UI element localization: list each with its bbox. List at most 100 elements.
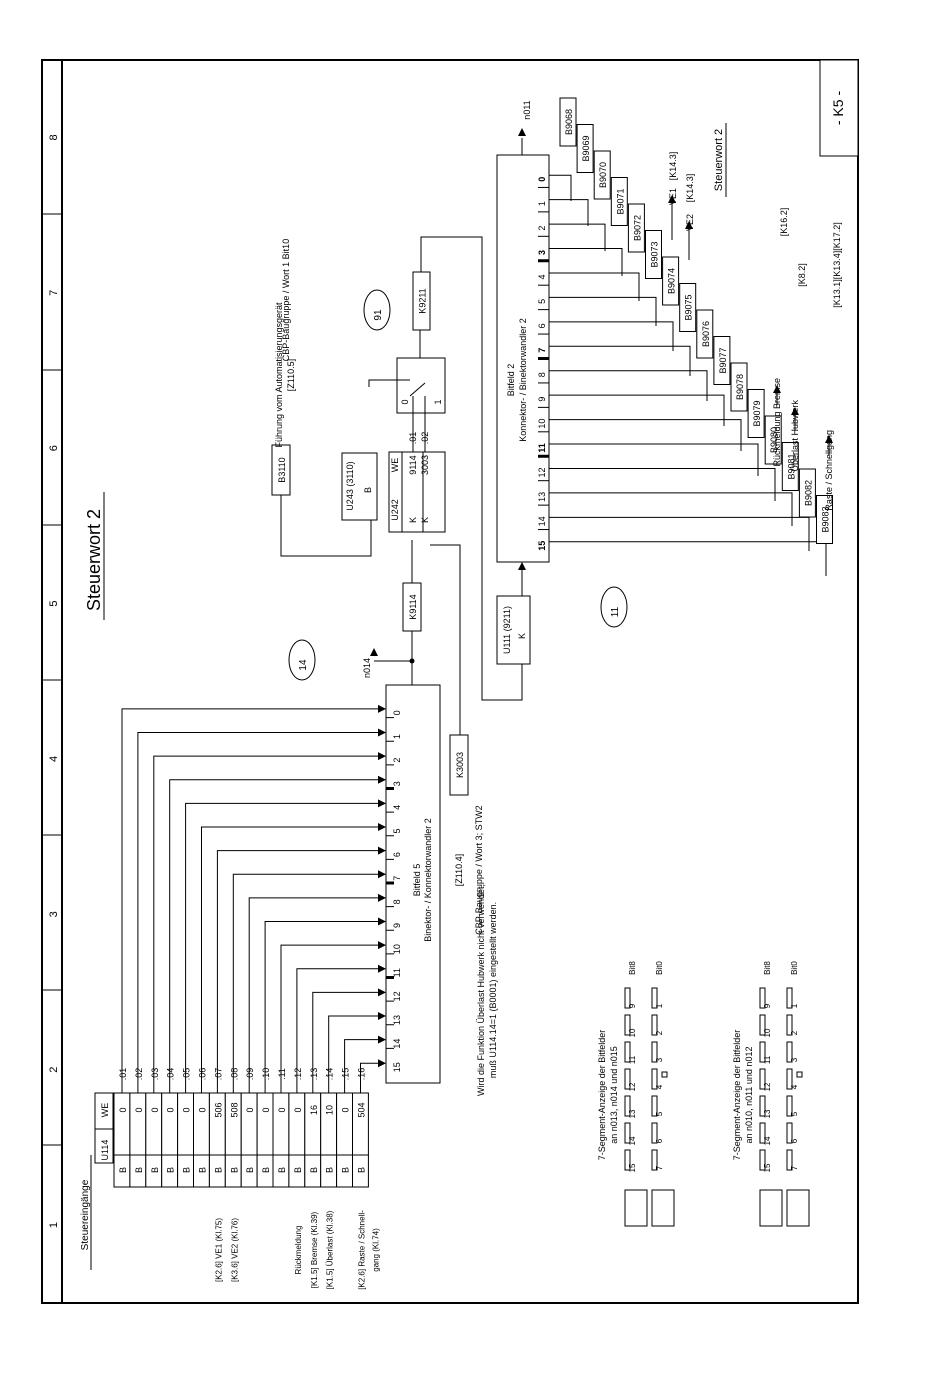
marker-91 [363, 289, 391, 331]
input-label-12: [K1.5] Bremse (Kl.39) [310, 1211, 319, 1288]
input-wire-8 [248, 897, 380, 1093]
column-number-2: 2 [48, 1067, 60, 1073]
input-arrow-10 [378, 941, 386, 950]
u114-label: U114 [100, 1140, 110, 1161]
input-index-4: .05 [182, 1068, 192, 1081]
note-line1: Wird die Funktion Überlast Hubwerk nicht… [476, 884, 486, 1096]
n014-label: n014 [362, 658, 372, 678]
seg-bar-top-0-5 [624, 1014, 631, 1036]
seg-bar-top-1-6 [759, 987, 766, 1009]
u111-label: U111 (9211) [502, 606, 512, 654]
u243-type: B [363, 487, 373, 493]
k9211-connector-label: K9211 [418, 288, 428, 313]
input-wire-7 [232, 873, 380, 1093]
output-b9073-label: B9073 [650, 241, 660, 267]
input-value-cell-2 [145, 1092, 163, 1156]
k9114-connector-label: K9114 [408, 594, 418, 619]
page-id: - K5 - [830, 91, 846, 126]
bitfeld2-output-wire-12 [549, 467, 776, 501]
input-arrow-13 [378, 1011, 386, 1020]
input-value-cell-1 [129, 1092, 147, 1156]
seg-display-0-empty-a [624, 1189, 648, 1227]
input-wire-10 [280, 944, 380, 1093]
input-index-0: .01 [118, 1068, 128, 1081]
seg-top-label-1-3: 12 [763, 1082, 772, 1091]
cbp-word1-ref: [Z110.5] [286, 359, 296, 391]
output-b9073 [645, 230, 662, 279]
bitfeld2-output-wire-4 [549, 272, 640, 301]
input-type-5: B [198, 1167, 208, 1173]
brake-label: Rückmeldung Bremse [772, 378, 782, 467]
u242-we: WE [390, 458, 400, 473]
output-b9075 [679, 283, 697, 332]
output-b9069-label: B9069 [581, 135, 591, 161]
steuerwort2-side-title: Steuerwort 2 [713, 129, 725, 191]
input-type-11: B [293, 1167, 303, 1173]
marker-14-text: 14 [298, 659, 309, 671]
u243-label: U243 (3110) [345, 461, 355, 510]
input-wire-5 [201, 826, 380, 1093]
seg-dot-0 [661, 1071, 668, 1078]
input-value-cell-8 [240, 1092, 258, 1156]
seg-bottom-label-1-4: 3 [790, 1057, 799, 1062]
raste-ref: [K13.1][K13.4][K17.2] [832, 222, 842, 308]
bitfeld2-output-wire-1 [549, 199, 589, 226]
input-value-2: 0 [150, 1107, 160, 1112]
seg-bar-bottom-0-1 [651, 1122, 658, 1144]
input-wire-12 [312, 991, 380, 1093]
seg-top-label-1-2: 13 [763, 1109, 772, 1118]
bitfeld5-bit-2: 2 [392, 758, 402, 763]
input-type-8: B [245, 1167, 255, 1173]
input-arrow-2 [378, 752, 386, 761]
input-arrow-11 [378, 964, 386, 973]
output-b9080-label: B9080 [769, 427, 779, 453]
column-number-1: 1 [48, 1222, 60, 1228]
input-value-cell-15 [352, 1092, 369, 1156]
input-label-7: [K3.6] VE2 (Kl.76) [230, 1218, 239, 1282]
seg-bottom-label-0-1: 6 [655, 1138, 664, 1143]
b3110-connector-label: B3110 [277, 457, 287, 482]
n014-arrow [370, 648, 378, 656]
seg-bar-bottom-1-2 [786, 1095, 793, 1117]
seg-bottom-label-0-2: 5 [655, 1111, 664, 1116]
input-index-10: .11 [277, 1068, 287, 1080]
bitfeld5-bit-1: 1 [392, 734, 402, 739]
page-id-box [819, 59, 859, 157]
seg-bar-bottom-1-5 [786, 1014, 793, 1036]
input-value-cell-7 [224, 1092, 242, 1156]
input-arrow-0 [378, 704, 386, 713]
bitfeld5-bit-9: 9 [392, 923, 402, 928]
u243-box [341, 452, 378, 521]
input-index-3: .04 [166, 1068, 176, 1081]
seg-top-label-0-4: 11 [628, 1055, 637, 1064]
seg-top-label-0-6: 9 [628, 1003, 637, 1008]
bitfeld5-bit-13: 13 [392, 1015, 402, 1025]
seg-top-label-1-6: 9 [763, 1003, 772, 1008]
input-value-7: 508 [229, 1102, 239, 1117]
page-title: Steuerwort 2 [84, 509, 104, 611]
seg-bar-bottom-1-4 [786, 1041, 793, 1063]
brake-arrow [773, 385, 781, 393]
input-value-cell-9 [256, 1092, 274, 1156]
seg-display-0-empty-b [651, 1189, 675, 1227]
output-b9081-label: B9081 [786, 453, 796, 479]
seg-bar-top-1-3 [759, 1068, 766, 1090]
bitfeld2-bit-12: 12 [537, 467, 547, 477]
input-type-9: B [261, 1167, 271, 1173]
k3003-wire [430, 544, 461, 735]
input-value-cell-3 [161, 1092, 179, 1156]
seg-top-label-1-0: 15 [763, 1163, 772, 1172]
switch-value-0: 9114 [408, 455, 418, 474]
bitfeld2-output-wire-11 [549, 443, 759, 476]
bitfeld5-bit-4: 4 [392, 805, 402, 810]
output-b9082 [798, 468, 816, 518]
bitfeld2-bit-3: 3 [537, 250, 547, 255]
input-arrow-6 [378, 846, 386, 855]
ve2-label: VE2 [685, 214, 695, 231]
bitfeld2-title: Bitfeld 2 [506, 364, 516, 397]
input-wire-14 [344, 1039, 380, 1093]
bitfeld2-output-wire-5 [549, 296, 657, 326]
input-index-12: .13 [309, 1068, 319, 1081]
column-number-7: 7 [48, 290, 60, 296]
